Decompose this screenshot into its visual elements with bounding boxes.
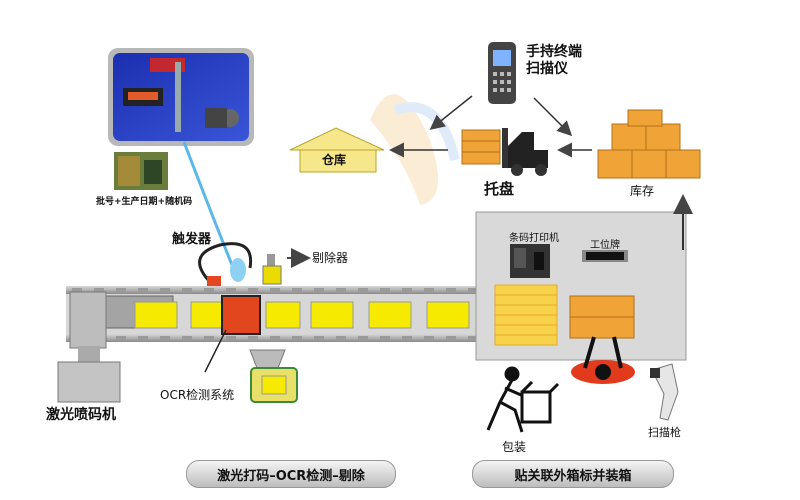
workstation-sign — [582, 250, 628, 262]
roller — [358, 336, 368, 340]
product — [310, 301, 354, 329]
label-handheld: 手持终端 扫描仪 — [526, 44, 582, 77]
arrow-handheld-to-stock — [533, 97, 573, 137]
label-warehouse: 仓库 — [322, 153, 347, 167]
label-workstation: 工位牌 — [590, 240, 620, 251]
roller — [402, 336, 412, 340]
caption-right: 贴关联外箱标并装箱 — [472, 460, 674, 488]
label-ocr: OCR检测系统 — [160, 388, 235, 402]
arrow-handheld-to-pallet — [429, 95, 473, 130]
roller — [468, 336, 478, 340]
roller — [292, 336, 302, 340]
roller — [314, 288, 324, 292]
roller — [116, 336, 126, 340]
roller — [446, 288, 456, 292]
roller — [358, 288, 368, 292]
camera-photo — [108, 48, 254, 146]
roller — [424, 288, 434, 292]
roller — [270, 288, 280, 292]
roller — [248, 288, 258, 292]
roller — [226, 336, 236, 340]
roller — [138, 288, 148, 292]
trigger-device — [207, 276, 221, 288]
roller — [446, 336, 456, 340]
roller — [424, 336, 434, 340]
sensor-head — [230, 258, 246, 282]
roller — [138, 336, 148, 340]
warehouse-icon — [289, 127, 385, 173]
label-batch-info: 批号+生产日期+随机码 — [96, 197, 193, 207]
label-barcode-printer: 条码打印机 — [509, 233, 559, 244]
scan-gun-device — [650, 363, 679, 421]
product-row — [134, 301, 470, 329]
label-packing: 包装 — [502, 440, 527, 454]
roller — [160, 288, 170, 292]
rejector-device — [262, 248, 311, 285]
ocr-camera-box — [221, 295, 261, 335]
roller — [380, 336, 390, 340]
trigger-cable — [198, 242, 253, 284]
roller — [314, 336, 324, 340]
product — [265, 301, 301, 329]
roller — [160, 336, 170, 340]
roller — [116, 288, 126, 292]
roller — [204, 288, 214, 292]
roller — [270, 336, 280, 340]
roller — [336, 288, 346, 292]
roller — [248, 336, 258, 340]
label-pallet: 托盘 — [484, 180, 515, 198]
product-photo — [114, 152, 168, 190]
label-rejector: 剔除器 — [312, 251, 349, 265]
roller — [380, 288, 390, 292]
handheld-device — [488, 42, 516, 104]
forklift — [461, 128, 548, 176]
label-stock: 库存 — [630, 184, 655, 198]
roller — [226, 288, 236, 292]
roller — [72, 288, 82, 292]
product — [426, 301, 470, 329]
ocr-leader — [204, 329, 227, 373]
product — [368, 301, 412, 329]
barcode-printer — [510, 244, 550, 278]
roller — [292, 288, 302, 292]
roller — [94, 288, 104, 292]
label-trigger: 触发器 — [172, 232, 212, 247]
label-scanner: 扫描枪 — [648, 426, 681, 439]
roller — [182, 336, 192, 340]
product — [134, 301, 178, 329]
sensor-cable — [182, 141, 234, 266]
stock-boxes — [597, 109, 701, 179]
roller — [468, 288, 478, 292]
label-laser: 激光喷码机 — [46, 407, 116, 423]
roller — [402, 288, 412, 292]
operator — [571, 336, 635, 384]
roller — [336, 336, 346, 340]
roller — [204, 336, 214, 340]
reject-chute — [249, 349, 286, 369]
roller — [182, 288, 192, 292]
packing-icon — [486, 366, 560, 433]
caption-left: 激光打码–OCR检测–剔除 — [186, 460, 396, 488]
